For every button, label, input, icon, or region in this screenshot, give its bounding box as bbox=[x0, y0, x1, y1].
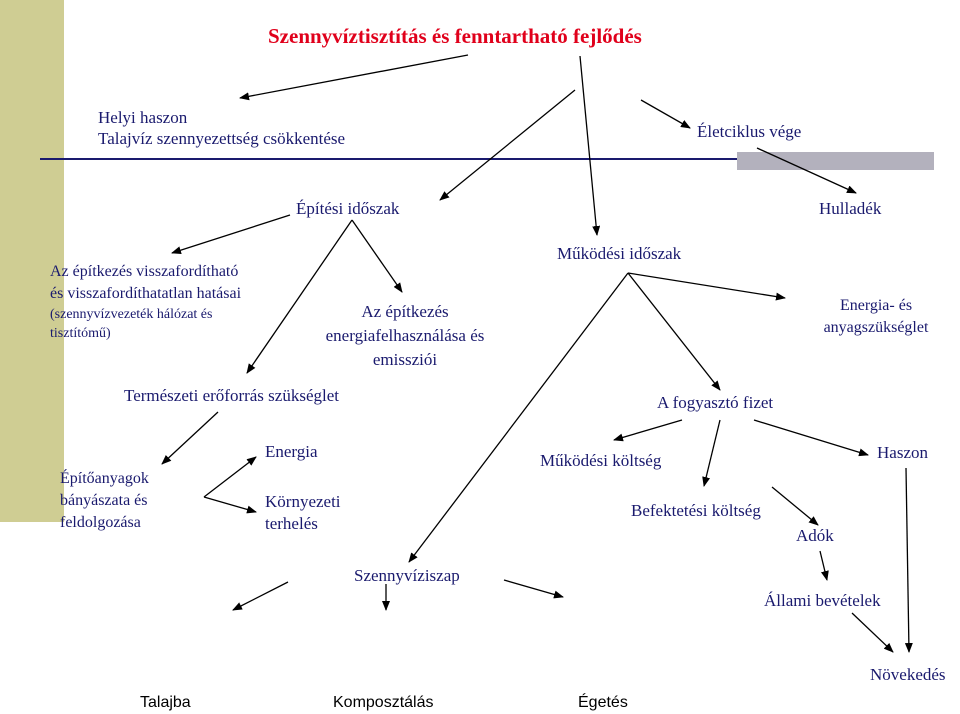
kornyezeti-line2: terhelés bbox=[265, 514, 318, 533]
energiafelh-line2: energiafelhasználása és bbox=[325, 326, 485, 345]
node-fogyaszto-fizet: A fogyasztó fizet bbox=[657, 393, 774, 412]
hatasok-line1: Az építkezés visszafordítható bbox=[50, 263, 239, 280]
arrow-epitesi-to-hatasok bbox=[171, 214, 291, 255]
energiafelh-line1: Az építkezés bbox=[361, 302, 449, 321]
node-komposztalas: Komposztálás bbox=[333, 694, 434, 711]
epitoanyagok-line2: bányászata és bbox=[60, 492, 148, 509]
epitoanyagok-line1: Építőanyagok bbox=[60, 470, 149, 487]
divider-line bbox=[40, 158, 934, 160]
node-allami-bevetelek: Állami bevételek bbox=[764, 591, 881, 610]
arrow-title-to-helyi bbox=[239, 54, 469, 101]
hatasok-line3: (szennyvízvezeték hálózat és bbox=[50, 307, 213, 322]
node-haszon: Haszon bbox=[877, 443, 928, 462]
arrow-befektetesi-to-adok bbox=[771, 486, 819, 526]
node-adok: Adók bbox=[796, 526, 834, 545]
arrow-fogyaszto-to-befektetesi bbox=[702, 419, 721, 487]
node-helyi-haszon: Helyi haszon bbox=[98, 108, 188, 127]
node-energia: Energia bbox=[265, 442, 318, 461]
hatasok-line2: és visszafordíthatatlan hatásai bbox=[50, 285, 242, 302]
arrow-mukodesi-to-energia-anyag bbox=[627, 272, 786, 301]
hatasok-line4: tisztítómű) bbox=[50, 326, 111, 341]
node-talajviz: Talajvíz szennyezettség csökkentése bbox=[98, 129, 346, 148]
arrow-allami-to-novekedes bbox=[851, 612, 894, 653]
node-mukodesi-idoszak: Működési időszak bbox=[557, 244, 682, 263]
kornyezeti-line1: Környezeti bbox=[265, 492, 341, 511]
arrow-iszap-to-egetes bbox=[503, 579, 564, 599]
node-befektetesi-koltseg: Befektetési költség bbox=[631, 501, 761, 520]
arrow-title-to-epitesi bbox=[439, 89, 576, 201]
arrow-bracket-to-energia bbox=[203, 456, 257, 498]
arrow-fogyaszto-to-haszon bbox=[753, 419, 869, 457]
arrow-bracket-to-kornyezeti bbox=[203, 496, 257, 514]
arrow-termeszeti-to-epitoanyagok bbox=[161, 411, 219, 465]
energiafelh-line3: emissziói bbox=[372, 350, 438, 369]
diagram-title: Szennyvíztisztítás és fenntartható fejlő… bbox=[268, 24, 642, 48]
node-novekedes: Növekedés bbox=[870, 665, 946, 684]
node-talajba: Talajba bbox=[140, 694, 191, 711]
energia-anyag-line1: Energia- és bbox=[839, 297, 913, 314]
arrow-iszap-to-talajba bbox=[232, 581, 289, 611]
arrow-mukodesi-to-fogyaszto bbox=[627, 272, 721, 391]
node-epitesi-idoszak: Építési időszak bbox=[296, 199, 400, 218]
arrow-fogyaszto-to-mukodesi-koltseg bbox=[613, 419, 683, 442]
arrow-mukodesi-to-szennyviziszap bbox=[408, 272, 629, 563]
arrow-adok-to-allami bbox=[819, 550, 829, 581]
arrow-to-eletciklus bbox=[640, 99, 691, 129]
energia-anyag-line2: anyagszükséglet bbox=[823, 319, 929, 336]
node-egetes: Égetés bbox=[578, 694, 628, 711]
arrow-eletciklus-to-hulladek bbox=[756, 147, 857, 194]
node-mukodesi-koltseg: Működési költség bbox=[540, 451, 662, 470]
node-hulladek: Hulladék bbox=[819, 199, 882, 218]
grey-bar bbox=[737, 152, 934, 170]
arrow-title-to-mukodesi bbox=[579, 55, 601, 236]
node-szennyviziszap: Szennyvíziszap bbox=[354, 566, 460, 585]
sidebar-strip bbox=[0, 0, 64, 522]
epitoanyagok-line3: feldolgozása bbox=[60, 514, 141, 531]
arrow-epitesi-to-energiafelh bbox=[351, 219, 403, 293]
node-eletciklus-vege: Életciklus vége bbox=[697, 122, 802, 141]
arrow-epitesi-to-termeszeti bbox=[246, 219, 353, 374]
arrow-haszon-to-novekedes bbox=[904, 467, 913, 653]
node-termeszeti-eroforras: Természeti erőforrás szükséglet bbox=[124, 386, 339, 405]
